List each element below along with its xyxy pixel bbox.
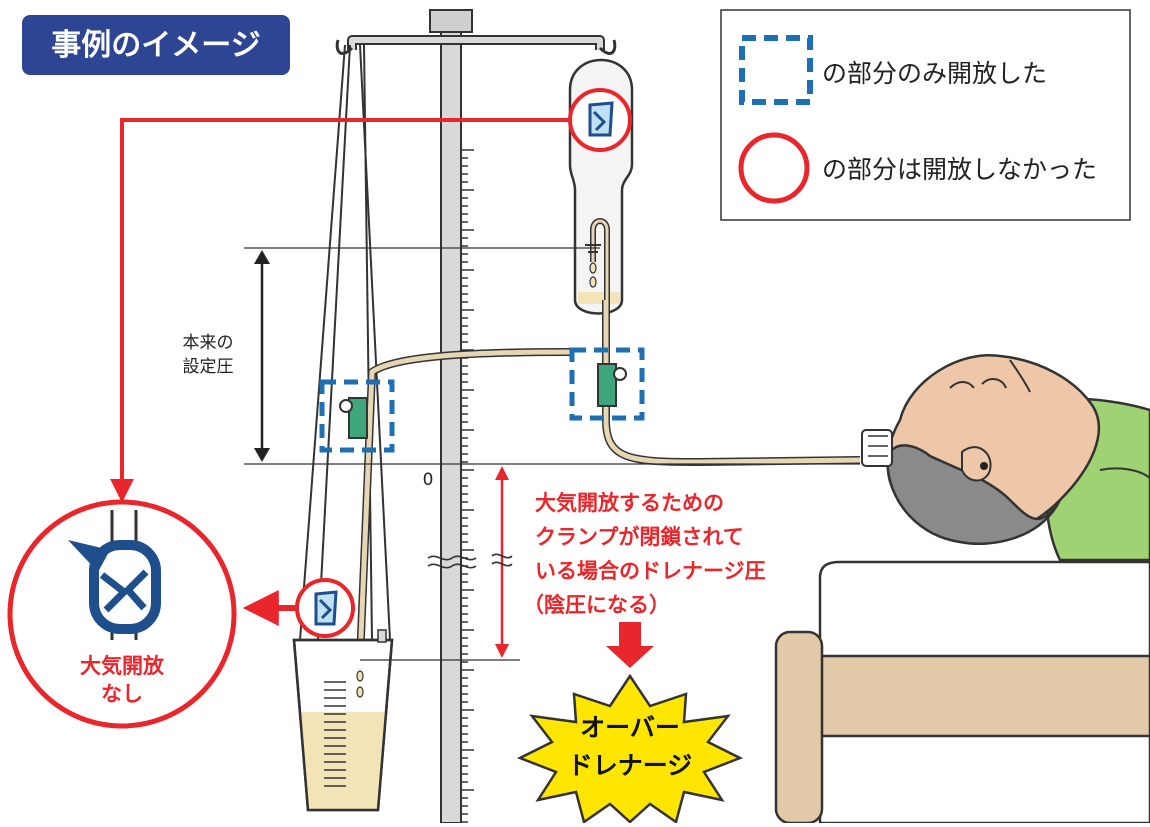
drain-cup <box>292 629 394 812</box>
title-text: 事例のイメージ <box>51 28 260 63</box>
legend-box: の部分のみ開放した の部分は開放しなかった <box>720 9 1131 221</box>
scale-ticks <box>461 149 474 823</box>
down-arrow <box>606 622 654 668</box>
green-clamp-icon <box>348 397 368 439</box>
drain-note-line3: いる場合のドレナージ圧 <box>535 559 766 583</box>
set-pressure-line2: 設定圧 <box>183 357 234 377</box>
legend-circle-label: の部分は開放しなかった <box>822 155 1097 184</box>
closed-clamp-mid <box>295 578 355 638</box>
closed-clamp-large-icon <box>68 510 161 640</box>
legend-circle-icon <box>738 132 810 204</box>
legend-dashed-icon <box>739 35 813 105</box>
drain-note-line1: 大気開放するための <box>535 491 724 515</box>
over-drainage-burst: オーバー ドレナージ <box>516 673 744 825</box>
tube-left <box>356 348 571 661</box>
drainage-pressure-arrow <box>495 466 509 658</box>
patient-illustration <box>861 353 1150 562</box>
title-badge: 事例のイメージ <box>22 15 290 75</box>
burst-line2: ドレナージ <box>568 751 693 780</box>
break-marks <box>427 553 513 569</box>
callout-line1: 大気開放 <box>80 654 165 678</box>
zero-mark: 0 <box>423 470 434 490</box>
legend-dashed-label: の部分のみ開放した <box>822 59 1047 88</box>
callout-line2: なし <box>101 682 143 706</box>
tube-patient <box>602 300 861 467</box>
drain-holder <box>299 44 391 641</box>
green-clamp-icon <box>597 363 617 407</box>
burst-line1: オーバー <box>580 713 680 742</box>
bed <box>774 560 1150 825</box>
drain-note-line2: クランプが閉鎖されて <box>535 525 744 549</box>
set-pressure-arrow <box>254 250 270 462</box>
reference-lines <box>244 247 860 661</box>
closed-clamp-top <box>568 88 632 152</box>
drain-note: 大気開放するための クランプが閉鎖されて いる場合のドレナージ圧 （陰圧になる） <box>523 491 766 617</box>
drain-note-line4: （陰圧になる） <box>523 593 670 617</box>
callout-circle: 大気開放 なし <box>7 499 237 729</box>
open-clamp-right <box>569 347 645 421</box>
open-clamp-left <box>319 379 395 453</box>
connector-arrow <box>110 118 570 503</box>
set-pressure-line1: 本来の <box>183 333 234 353</box>
